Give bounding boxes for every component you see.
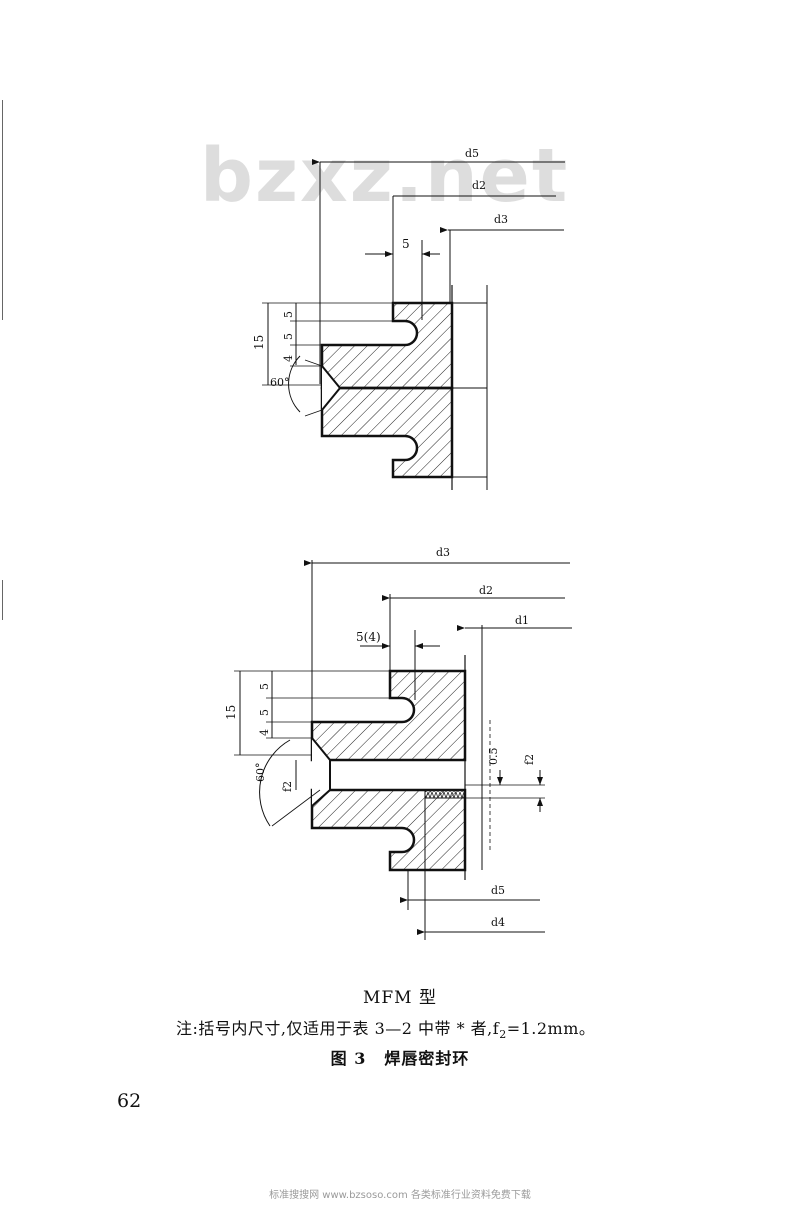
label-d3: d3 (436, 546, 450, 559)
type-caption: MFM 型 (362, 988, 437, 1008)
note-suffix: =1.2mm。 (506, 1019, 596, 1038)
label-gap-5: 5 (402, 237, 410, 251)
figure-label: 图 3 (330, 1049, 367, 1068)
label-seg1: 5 (282, 311, 295, 318)
note-prefix: 注:括号内尺寸,仅适用于表 3—2 中带 * 者,f (176, 1019, 500, 1038)
watermark: bzxz.net (200, 133, 570, 219)
label-f2-left: f2 (281, 781, 294, 792)
label-seg2: 5 (258, 709, 271, 716)
top-upper-part (320, 301, 454, 390)
scan-margin-line (2, 580, 3, 620)
figure-caption: 图 3 焊唇密封环 (0, 1045, 800, 1069)
label-seg3: 4 (258, 729, 271, 736)
top-lower-part (320, 386, 454, 479)
label-d4: d4 (491, 916, 505, 929)
top-seal-ring-figure: d5 d2 d3 5 15 5 5 4 60° (252, 147, 565, 490)
label-seg3: 4 (282, 355, 295, 362)
label-f2-right: f2 (523, 754, 536, 765)
label-gap-5-4: 5(4) (356, 630, 381, 644)
label-seg1: 5 (258, 683, 271, 690)
label-d5: d5 (491, 884, 505, 897)
label-d2: d2 (472, 179, 486, 192)
label-thickness: 0.5 (487, 748, 500, 766)
label-angle: 60° (270, 376, 290, 389)
label-height-15: 15 (224, 705, 238, 720)
bottom-seal-ring-figure: d3 d2 d1 5(4) 15 5 5 4 60° f2 0.5 f2 d5 … (224, 546, 572, 940)
page-number: 62 (117, 1090, 142, 1112)
note-caption: 注:括号内尺寸,仅适用于表 3—2 中带 * 者,f2=1.2mm。 (176, 1015, 595, 1041)
footer-source: 标准搜搜网 www.bzsoso.com 各类标准行业资料免费下载 (269, 1190, 531, 1201)
figure-title: 焊唇密封环 (384, 1049, 470, 1068)
label-height-15: 15 (252, 335, 266, 350)
bottom-upper-part (310, 669, 467, 762)
label-seg2: 5 (282, 333, 295, 340)
note-subscript: 2 (499, 1028, 507, 1042)
scan-margin-line (2, 100, 3, 320)
label-d3: d3 (494, 213, 508, 226)
label-d5: d5 (465, 147, 479, 160)
label-d2: d2 (479, 584, 493, 597)
label-d1: d1 (515, 614, 529, 627)
bottom-lower-part (310, 788, 467, 872)
label-angle: 60° (254, 763, 267, 783)
